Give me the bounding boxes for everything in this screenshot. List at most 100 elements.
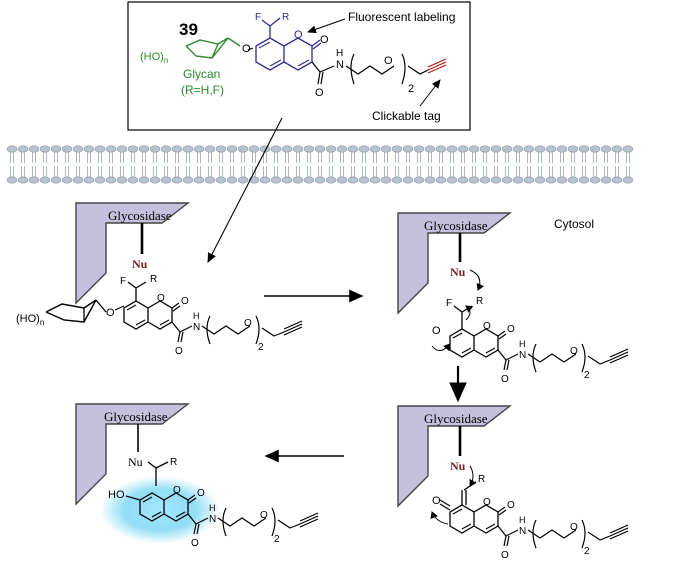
membrane-lipid-inner	[402, 165, 414, 184]
nucleophile-label-1: Nu	[132, 257, 148, 271]
membrane-lipid-inner	[490, 165, 502, 184]
membrane-lipid-inner	[336, 165, 348, 184]
amide-nitrogen: N	[336, 59, 344, 71]
membrane-lipid-outer	[281, 145, 293, 164]
membrane-lipid-inner	[479, 165, 491, 184]
membrane-lipid-outer	[248, 145, 260, 164]
membrane-lipid-inner	[380, 165, 392, 184]
phenol-label: HO	[108, 489, 125, 501]
membrane-lipid-outer	[292, 145, 304, 164]
membrane-lipid-outer	[589, 145, 601, 164]
peg-linker	[317, 53, 429, 85]
membrane-lipid-outer	[556, 145, 568, 164]
membrane-lipid-outer	[50, 145, 62, 164]
membrane-lipid-inner	[281, 165, 293, 184]
membrane-lipid-outer	[369, 145, 381, 164]
membrane-lipid-outer	[160, 145, 172, 164]
membrane-lipid-inner	[611, 165, 623, 184]
membrane-lipid-inner	[446, 165, 458, 184]
membrane-lipid-outer	[182, 145, 194, 164]
membrane-lipid-outer	[94, 145, 106, 164]
membrane-lipid-outer	[138, 145, 150, 164]
ring-oxygen: O	[294, 29, 303, 41]
membrane-lipid-inner	[347, 165, 359, 184]
r-label: R	[282, 12, 289, 23]
amide-o-4: O	[191, 538, 199, 549]
amide-n-1: N	[193, 322, 200, 333]
membrane-lipid-inner	[512, 165, 524, 184]
co-o-2: O	[507, 324, 515, 335]
membrane-lipid-inner	[83, 165, 95, 184]
nucleophile-label-4: Nu	[128, 455, 143, 469]
glycan-label: Glycan	[183, 67, 220, 81]
membrane-lipid-inner	[215, 165, 227, 184]
membrane-lipid-inner	[248, 165, 260, 184]
membrane-lipid-outer	[523, 145, 535, 164]
membrane-lipid-inner	[72, 165, 84, 184]
amide-n-4: N	[209, 514, 216, 525]
membrane-lipid-inner	[6, 165, 18, 184]
cytosol-label: Cytosol	[554, 217, 594, 231]
membrane-lipid-inner	[534, 165, 546, 184]
membrane-lipid-inner	[413, 165, 425, 184]
peg-o-4: O	[260, 510, 268, 521]
r-2: R	[476, 296, 483, 307]
membrane-lipid-outer	[325, 145, 337, 164]
amide-h-2: H	[519, 339, 526, 349]
membrane-lipid-outer	[413, 145, 425, 164]
coumarin-core-3	[449, 504, 629, 549]
co-o-4: O	[197, 488, 205, 499]
membrane-lipid-inner	[160, 165, 172, 184]
membrane-lipid-outer	[391, 145, 403, 164]
membrane-lipid-inner	[523, 165, 535, 184]
membrane-lipid-outer	[468, 145, 480, 164]
entry-arrow	[207, 117, 283, 263]
ho-group-1: (HO)n	[16, 313, 44, 327]
amide-o-1: O	[175, 346, 183, 357]
membrane-lipid-inner	[94, 165, 106, 184]
co-o-1: O	[181, 296, 189, 307]
membrane-lipid-outer	[336, 145, 348, 164]
membrane-lipid-outer	[6, 145, 18, 164]
membrane-lipid-outer	[149, 145, 161, 164]
membrane-lipid-inner	[567, 165, 579, 184]
membrane-lipid-inner	[303, 165, 315, 184]
membrane-lipid-outer	[600, 145, 612, 164]
amide-oxygen: O	[315, 87, 324, 99]
membrane-lipid-inner	[435, 165, 447, 184]
ether-oxygen-1: O	[106, 307, 115, 319]
membrane-lipid-outer	[105, 145, 117, 164]
membrane-lipid-outer	[83, 145, 95, 164]
membrane-lipid-outer	[303, 145, 315, 164]
peg-repeat-count: 2	[408, 83, 414, 95]
membrane-lipid-outer	[567, 145, 579, 164]
membrane-lipid-inner	[369, 165, 381, 184]
membrane-lipid-inner	[325, 165, 337, 184]
membrane-lipid-inner	[259, 165, 271, 184]
membrane-lipid-inner	[237, 165, 249, 184]
membrane-lipid-inner	[50, 165, 62, 184]
ring-o-1: O	[157, 293, 165, 304]
fluorine-label: F	[255, 12, 261, 23]
membrane-lipid-inner	[61, 165, 73, 184]
enzyme-label-2: Glycosidase	[424, 218, 488, 233]
membrane-lipid-outer	[380, 145, 392, 164]
ring-o-2: O	[483, 321, 491, 332]
membrane-lipid-inner	[391, 165, 403, 184]
membrane-lipid-outer	[424, 145, 436, 164]
membrane-lipid-inner	[171, 165, 183, 184]
phenolate-oxygen: O	[432, 325, 441, 337]
ho-group-label: (HO)n	[140, 51, 168, 65]
peg-n-2: 2	[584, 370, 590, 381]
membrane-lipid-inner	[193, 165, 205, 184]
membrane-lipid-outer	[28, 145, 40, 164]
clickable-tag-annotation: Clickable tag	[372, 109, 441, 123]
peg-n-3: 2	[584, 546, 590, 557]
co-o-3: O	[507, 500, 515, 511]
membrane-lipid-outer	[116, 145, 128, 164]
membrane-lipid-inner	[501, 165, 513, 184]
membrane-lipid-outer	[17, 145, 29, 164]
fluorescence-glow	[100, 476, 220, 544]
membrane-lipid-inner	[600, 165, 612, 184]
quinone-oxygen: O	[432, 495, 441, 507]
